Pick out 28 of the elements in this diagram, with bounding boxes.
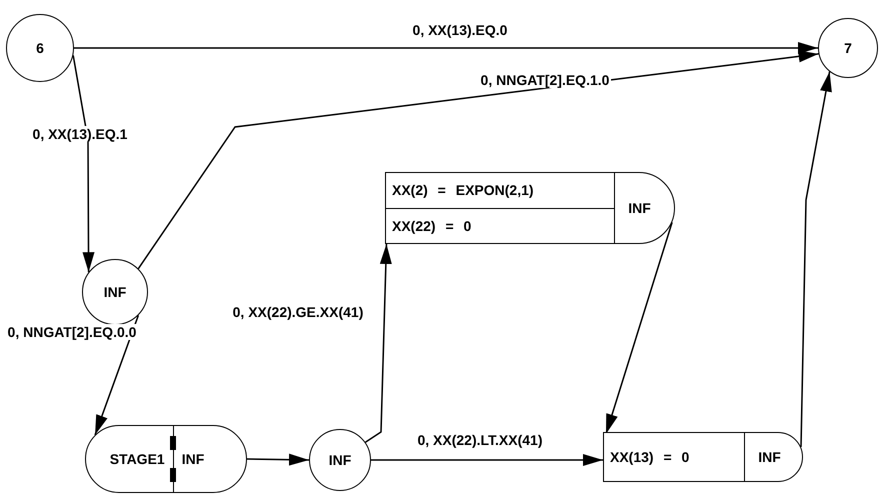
node-text: INF [757, 448, 782, 467]
activity-box [385, 172, 675, 244]
arrow [605, 222, 673, 434]
activity-box [603, 432, 803, 482]
node-text: INF [104, 284, 126, 300]
node-text: INF [180, 451, 206, 467]
arrow [371, 454, 603, 466]
node-text: STAGE1 [110, 451, 166, 467]
node-text: XX(22) = 0 [391, 216, 472, 236]
arrow [74, 42, 818, 54]
edge-label: 0, XX(13).EQ.0 [410, 22, 510, 38]
node-text: 7 [844, 40, 852, 56]
arrow [94, 315, 140, 436]
arrow [138, 50, 819, 270]
node-text: INF [328, 452, 352, 468]
edge-label: 0, NNGAT[2].EQ.1.0 [478, 72, 612, 88]
node-text: INF [627, 199, 652, 218]
node-text: 6 [36, 40, 44, 56]
node-text: XX(13) = 0 [604, 433, 745, 481]
edge-label: 0, NNGAT[2].EQ.0.0 [6, 324, 138, 340]
arrow [364, 244, 392, 443]
arrow [72, 55, 94, 272]
arrow [800, 72, 832, 448]
arrow [246, 454, 310, 466]
edge-label: 0, XX(13).EQ.1 [30, 126, 130, 142]
edge-label: 0, XX(22).LT.XX(41) [415, 432, 544, 448]
node-text: XX(2) = EXPON(2,1) [386, 173, 614, 208]
edge-label: 0, XX(22).GE.XX(41) [230, 304, 366, 320]
